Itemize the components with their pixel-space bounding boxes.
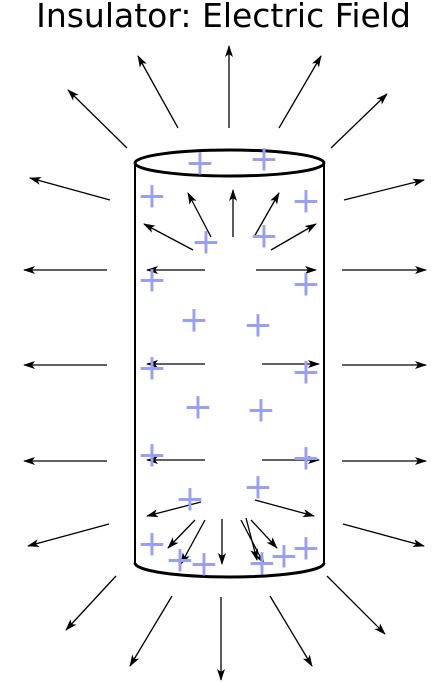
positive-charge-symbol: + [183, 387, 213, 428]
cylinder-bottom-arc [133, 562, 326, 579]
positive-charge-symbol: + [165, 540, 195, 581]
inner-field-arrow [180, 519, 206, 565]
outer-field-arrow [67, 89, 128, 149]
inner-field-arrow [250, 519, 278, 549]
outer-field-arrow [269, 595, 313, 667]
inner-field-arrow [167, 519, 196, 549]
diagram-title: Insulator: Electric Field [36, 0, 411, 35]
positive-charge-symbol: + [291, 352, 321, 393]
inner-field-arrow [270, 223, 317, 251]
inner-field-arrow [245, 517, 259, 561]
positive-charge-symbol: + [291, 264, 321, 305]
positive-charge-symbol: + [269, 536, 299, 577]
positive-charge-symbol: + [247, 543, 277, 584]
outer-field-arrow [326, 575, 386, 635]
positive-charges: ++++++++++++++++++++++++ [137, 139, 321, 585]
outer-field-arrow [27, 523, 110, 547]
outer-field-arrow [342, 523, 425, 547]
positive-charge-symbol: + [137, 524, 167, 565]
positive-charge-symbol: + [191, 222, 221, 263]
outer-field-arrows [23, 45, 427, 681]
outer-field-arrow [29, 177, 111, 201]
insulator-cylinder [133, 148, 326, 579]
outer-field-arrow [129, 595, 173, 667]
positive-charge-symbol: + [137, 435, 167, 476]
positive-charge-symbol: + [249, 139, 279, 180]
positive-charge-symbol: + [179, 300, 209, 341]
inner-field-arrow [253, 192, 280, 238]
positive-charge-symbol: + [246, 390, 276, 431]
positive-charge-symbol: + [175, 479, 205, 520]
cylinder-top-ellipse [133, 148, 326, 178]
positive-charge-symbol: + [243, 305, 273, 346]
positive-charge-symbol: + [137, 260, 167, 301]
positive-charge-symbol: + [291, 528, 321, 569]
positive-charge-symbol: + [249, 216, 279, 257]
outer-field-arrow [330, 93, 388, 149]
outer-field-arrow [65, 575, 117, 631]
positive-charge-symbol: + [185, 143, 215, 184]
positive-charge-symbol: + [243, 467, 273, 508]
outer-field-arrow [343, 178, 425, 201]
inner-field-arrow [254, 499, 315, 517]
positive-charge-symbol: + [137, 176, 167, 217]
positive-charge-symbol: + [137, 348, 167, 389]
inner-field-arrow [146, 501, 202, 518]
positive-charge-symbol: + [189, 544, 219, 585]
inner-field-arrow [187, 192, 212, 238]
positive-charge-symbol: + [291, 181, 321, 222]
outer-field-arrow [137, 55, 179, 129]
inner-field-arrow [143, 223, 194, 251]
inner-field-arrows [143, 189, 320, 565]
positive-charge-symbol: + [291, 438, 321, 479]
outer-field-arrow [278, 55, 322, 129]
